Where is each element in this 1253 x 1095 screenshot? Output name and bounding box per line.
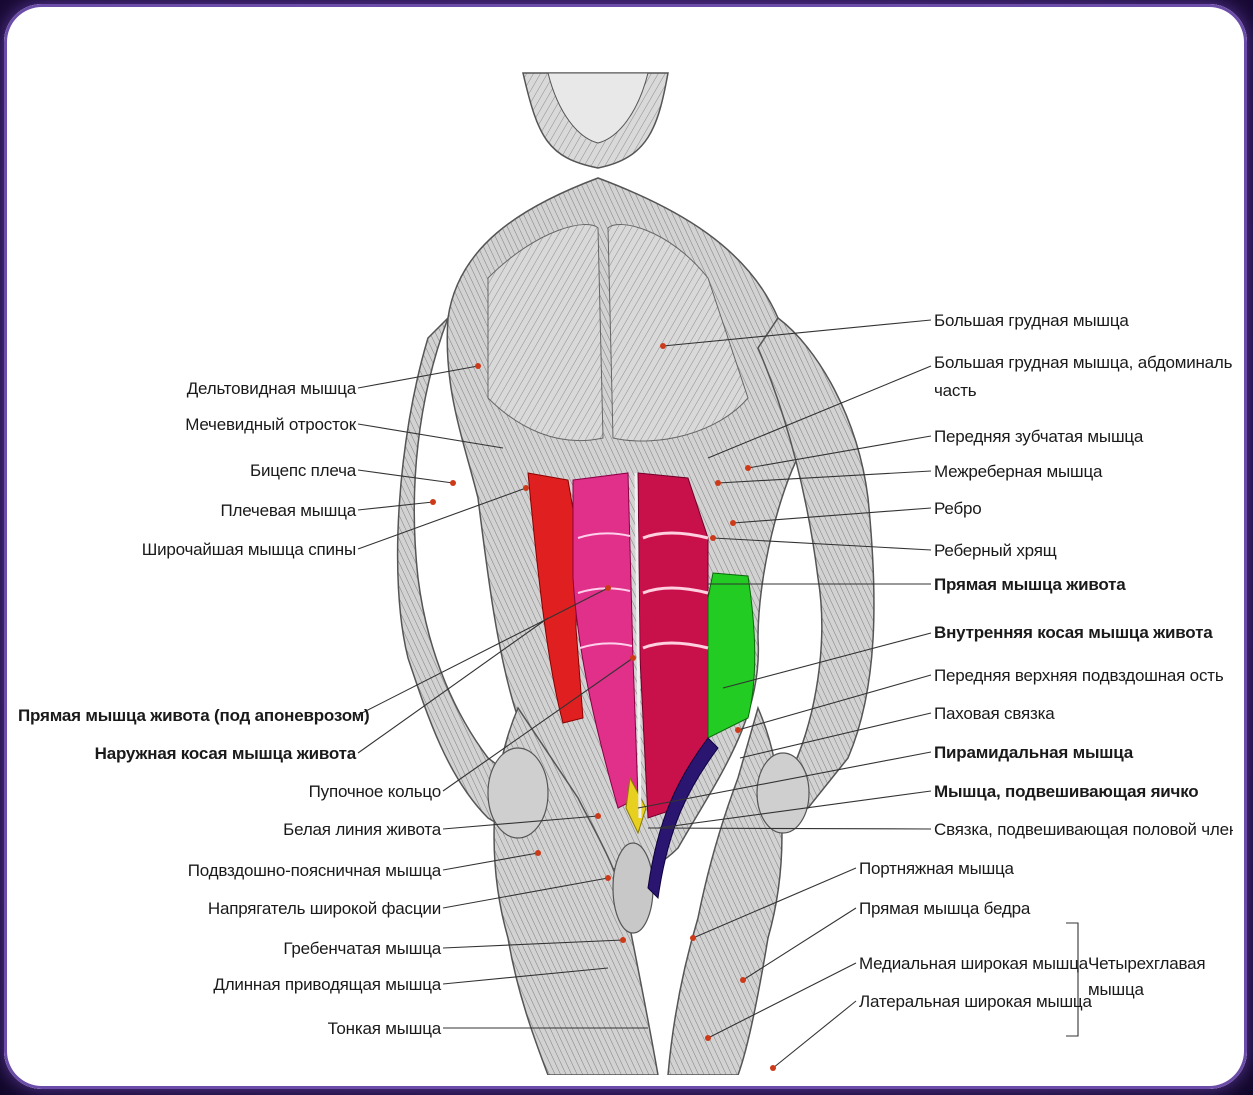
label-serratus: Передняя зубчатая мышца: [934, 427, 1143, 447]
label-pec-abdominal: Большая грудная мышца, абдоминальная: [934, 353, 1233, 373]
label-suspensory: Связка, подвешивающая половой член: [934, 820, 1233, 840]
label-pec-abdominal-cont: часть: [934, 381, 976, 401]
label-linea-alba: Белая линия живота: [138, 820, 441, 840]
label-brachialis: Плечевая мышца: [58, 501, 356, 521]
label-intercostal: Межреберная мышца: [934, 462, 1102, 482]
label-rectus: Прямая мышца живота: [934, 575, 1126, 595]
label-biceps: Бицепс плеча: [58, 461, 356, 481]
label-xiphoid: Мечевидный отросток: [58, 415, 356, 435]
label-rectus-femoris: Прямая мышца бедра: [859, 899, 1030, 919]
label-sartorius: Портняжная мышца: [859, 859, 1014, 879]
label-quadriceps-line1: Четырехглавая: [1088, 954, 1205, 974]
label-external-oblique: Наружная косая мышца живота: [58, 744, 356, 764]
label-quadriceps-line2: мышца: [1088, 980, 1144, 1000]
label-vastus-lateralis: Латеральная широкая мышца: [859, 992, 1092, 1012]
label-gracilis: Тонкая мышца: [138, 1019, 441, 1039]
internal-oblique-region: [708, 573, 755, 738]
label-asis: Передняя верхняя подвздошная ость: [934, 666, 1223, 686]
label-pectineus: Гребенчатая мышца: [138, 939, 441, 959]
label-deltoid: Дельтовидная мышца: [58, 379, 356, 399]
label-adductor-longus: Длинная приводящая мышца: [138, 975, 441, 995]
diagram-panel: Дельтовидная мышца Мечевидный отросток Б…: [18, 18, 1233, 1075]
label-rectus-under-aponeurosis: Прямая мышца живота (под апоневрозом): [18, 706, 356, 726]
label-cremaster: Мышца, подвешивающая яичко: [934, 782, 1198, 802]
label-rib: Ребро: [934, 499, 982, 519]
label-inguinal: Паховая связка: [934, 704, 1054, 724]
label-tensor-fasciae: Напрягатель широкой фасции: [138, 899, 441, 919]
slide-frame: Дельтовидная мышца Мечевидный отросток Б…: [4, 4, 1247, 1089]
label-pyramidalis: Пирамидальная мышца: [934, 743, 1133, 763]
label-costal-cartilage: Реберный хрящ: [934, 541, 1057, 561]
label-umbilical-ring: Пупочное кольцо: [138, 782, 441, 802]
label-iliopsoas: Подвздошно-поясничная мышца: [138, 861, 441, 881]
label-latissimus: Широчайшая мышца спины: [58, 540, 356, 560]
label-internal-oblique: Внутренняя косая мышца живота: [934, 623, 1212, 643]
label-vastus-medialis: Медиальная широкая мышца: [859, 954, 1088, 974]
label-pec-major: Большая грудная мышца: [934, 311, 1129, 331]
